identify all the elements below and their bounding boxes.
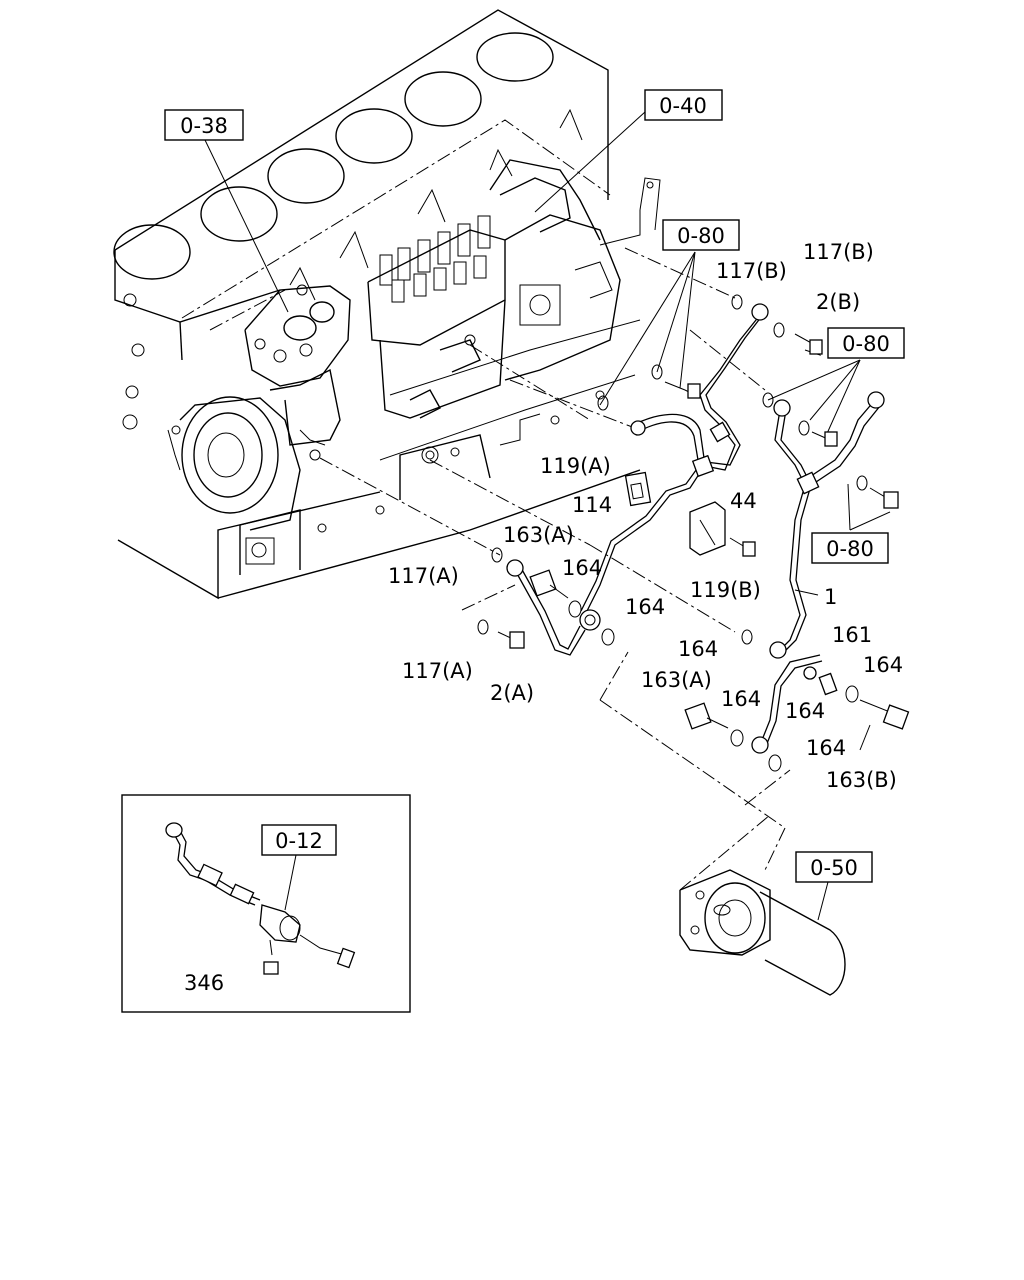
oil-filter [679, 869, 846, 996]
oil-pipes [506, 303, 885, 754]
leader-lines [204, 111, 891, 891]
label-164-6: 164 [785, 699, 825, 723]
label-1: 1 [824, 585, 837, 609]
ref-box-0-50: 0-50 [795, 851, 873, 883]
label-163a-2: 163(A) [641, 668, 712, 692]
ref-box-0-80-top: 0-80 [662, 219, 740, 251]
bolts-and-washers [477, 294, 910, 772]
ref-box-0-80-lower: 0-80 [811, 532, 889, 564]
label-119a: 119(A) [540, 454, 611, 478]
label-119b: 119(B) [690, 578, 761, 602]
label-164-2: 164 [625, 595, 665, 619]
inset-sensor-detail [121, 794, 411, 1013]
svg-text:0-50: 0-50 [810, 856, 858, 880]
label-2a: 2(A) [490, 681, 534, 705]
svg-text:0-80: 0-80 [677, 224, 725, 248]
label-346: 346 [184, 971, 224, 995]
label-164-7: 164 [806, 736, 846, 760]
label-164-4: 164 [863, 653, 903, 677]
part-labels: 117(B) 117(B) 2(B) 119(A) 114 44 163(A) … [184, 240, 903, 995]
label-161: 161 [832, 623, 872, 647]
engine-block [113, 9, 661, 600]
label-164-5: 164 [721, 687, 761, 711]
svg-text:0-80: 0-80 [826, 537, 874, 561]
label-117a-1: 117(A) [388, 564, 459, 588]
reference-boxes: 0-38 0-40 0-80 0-80 0-80 0-12 0-50 [164, 89, 905, 883]
label-164-1: 164 [562, 556, 602, 580]
ref-box-0-40: 0-40 [644, 89, 723, 121]
svg-text:0-80: 0-80 [842, 332, 890, 356]
label-117a-2: 117(A) [402, 659, 473, 683]
label-117b-1: 117(B) [716, 259, 787, 283]
label-163b: 163(B) [826, 768, 897, 792]
svg-text:0-38: 0-38 [180, 114, 228, 138]
ref-box-0-80-right: 0-80 [827, 327, 905, 359]
label-114: 114 [572, 493, 612, 517]
svg-text:0-12: 0-12 [275, 829, 323, 853]
label-163a-1: 163(A) [503, 523, 574, 547]
label-2b: 2(B) [816, 290, 860, 314]
label-117b-2: 117(B) [803, 240, 874, 264]
ref-box-0-38: 0-38 [164, 109, 244, 141]
label-164-3: 164 [678, 637, 718, 661]
label-44: 44 [730, 489, 757, 513]
svg-text:0-40: 0-40 [659, 94, 707, 118]
ref-box-0-12: 0-12 [261, 824, 337, 856]
